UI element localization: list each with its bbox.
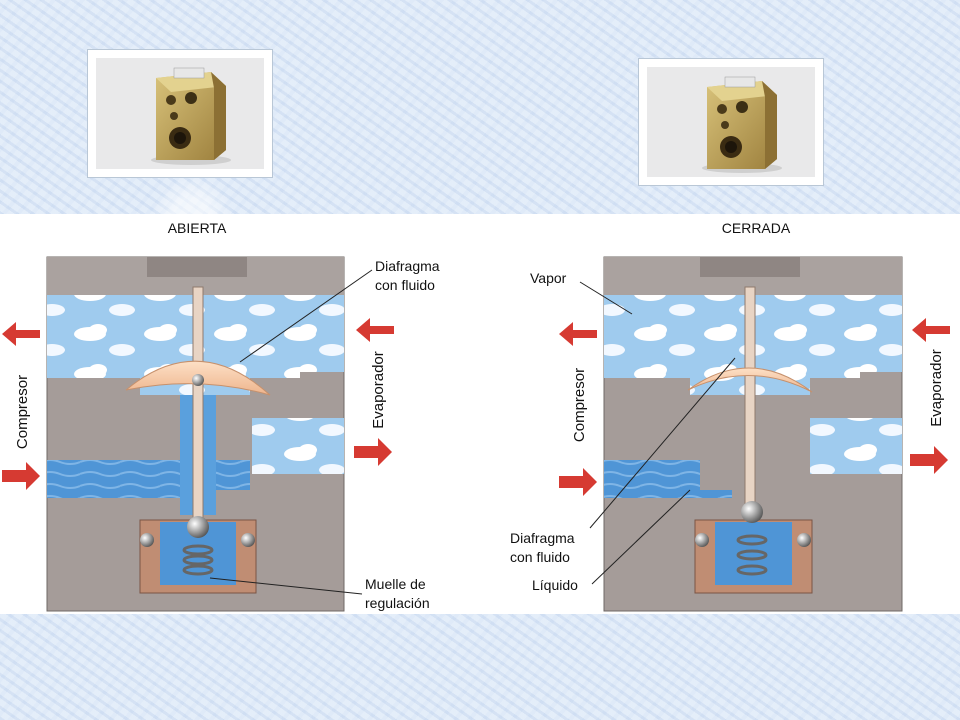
valve-block-icon [702, 76, 782, 173]
expansion-valve-photo-left [87, 49, 273, 178]
vapor-outlet [252, 418, 344, 474]
valve-diagrams: ABIERTA [2, 220, 950, 612]
side-label-compressor: Compresor [14, 375, 31, 449]
flow-arrows [2, 318, 394, 490]
arrow-right-icon [2, 462, 40, 490]
arrow-left-icon [912, 318, 950, 342]
arrow-left-icon [356, 318, 394, 342]
callout-spring-line1: Muelle de [365, 576, 426, 592]
arrow-right-icon [910, 446, 948, 474]
closed-valve-diagram: CERRADA [510, 220, 950, 612]
valve-diagrams-panel: ABIERTA [0, 214, 960, 614]
vapor-outlet [810, 418, 902, 474]
expansion-valve-photo-right [638, 58, 824, 186]
open-valve-diagram: ABIERTA [2, 220, 440, 612]
diagram-title-closed: CERRADA [722, 220, 791, 236]
callout-vapor: Vapor [530, 270, 567, 286]
diaphragm [687, 367, 813, 393]
flow-arrows [559, 318, 950, 496]
regulating-spring [182, 544, 214, 576]
side-label-compressor: Compresor [571, 368, 588, 442]
valve-ball [187, 516, 209, 538]
valve-ball [741, 501, 763, 523]
arrow-left-icon [559, 322, 597, 346]
side-label-evaporator: Evaporador [928, 349, 945, 427]
arrow-right-icon [354, 438, 392, 466]
callout-spring-line2: regulación [365, 595, 430, 611]
regulating-spring [736, 534, 768, 576]
side-label-evaporator: Evaporador [370, 351, 387, 429]
callout-diaphragm-line1: Diafragma [510, 530, 575, 546]
callout-diaphragm-line2: con fluido [375, 277, 435, 293]
valve-block-icon [151, 67, 231, 165]
arrow-left-icon [2, 322, 40, 346]
callout-liquid: Líquido [532, 577, 578, 593]
diagram-title-open: ABIERTA [168, 220, 227, 236]
valve-stem [744, 286, 756, 518]
arrow-right-icon [559, 468, 597, 496]
callout-diaphragm-line2: con fluido [510, 549, 570, 565]
liquid-inlet [604, 460, 735, 498]
callout-diaphragm-line1: Diafragma [375, 258, 440, 274]
valve-stem [192, 286, 204, 528]
